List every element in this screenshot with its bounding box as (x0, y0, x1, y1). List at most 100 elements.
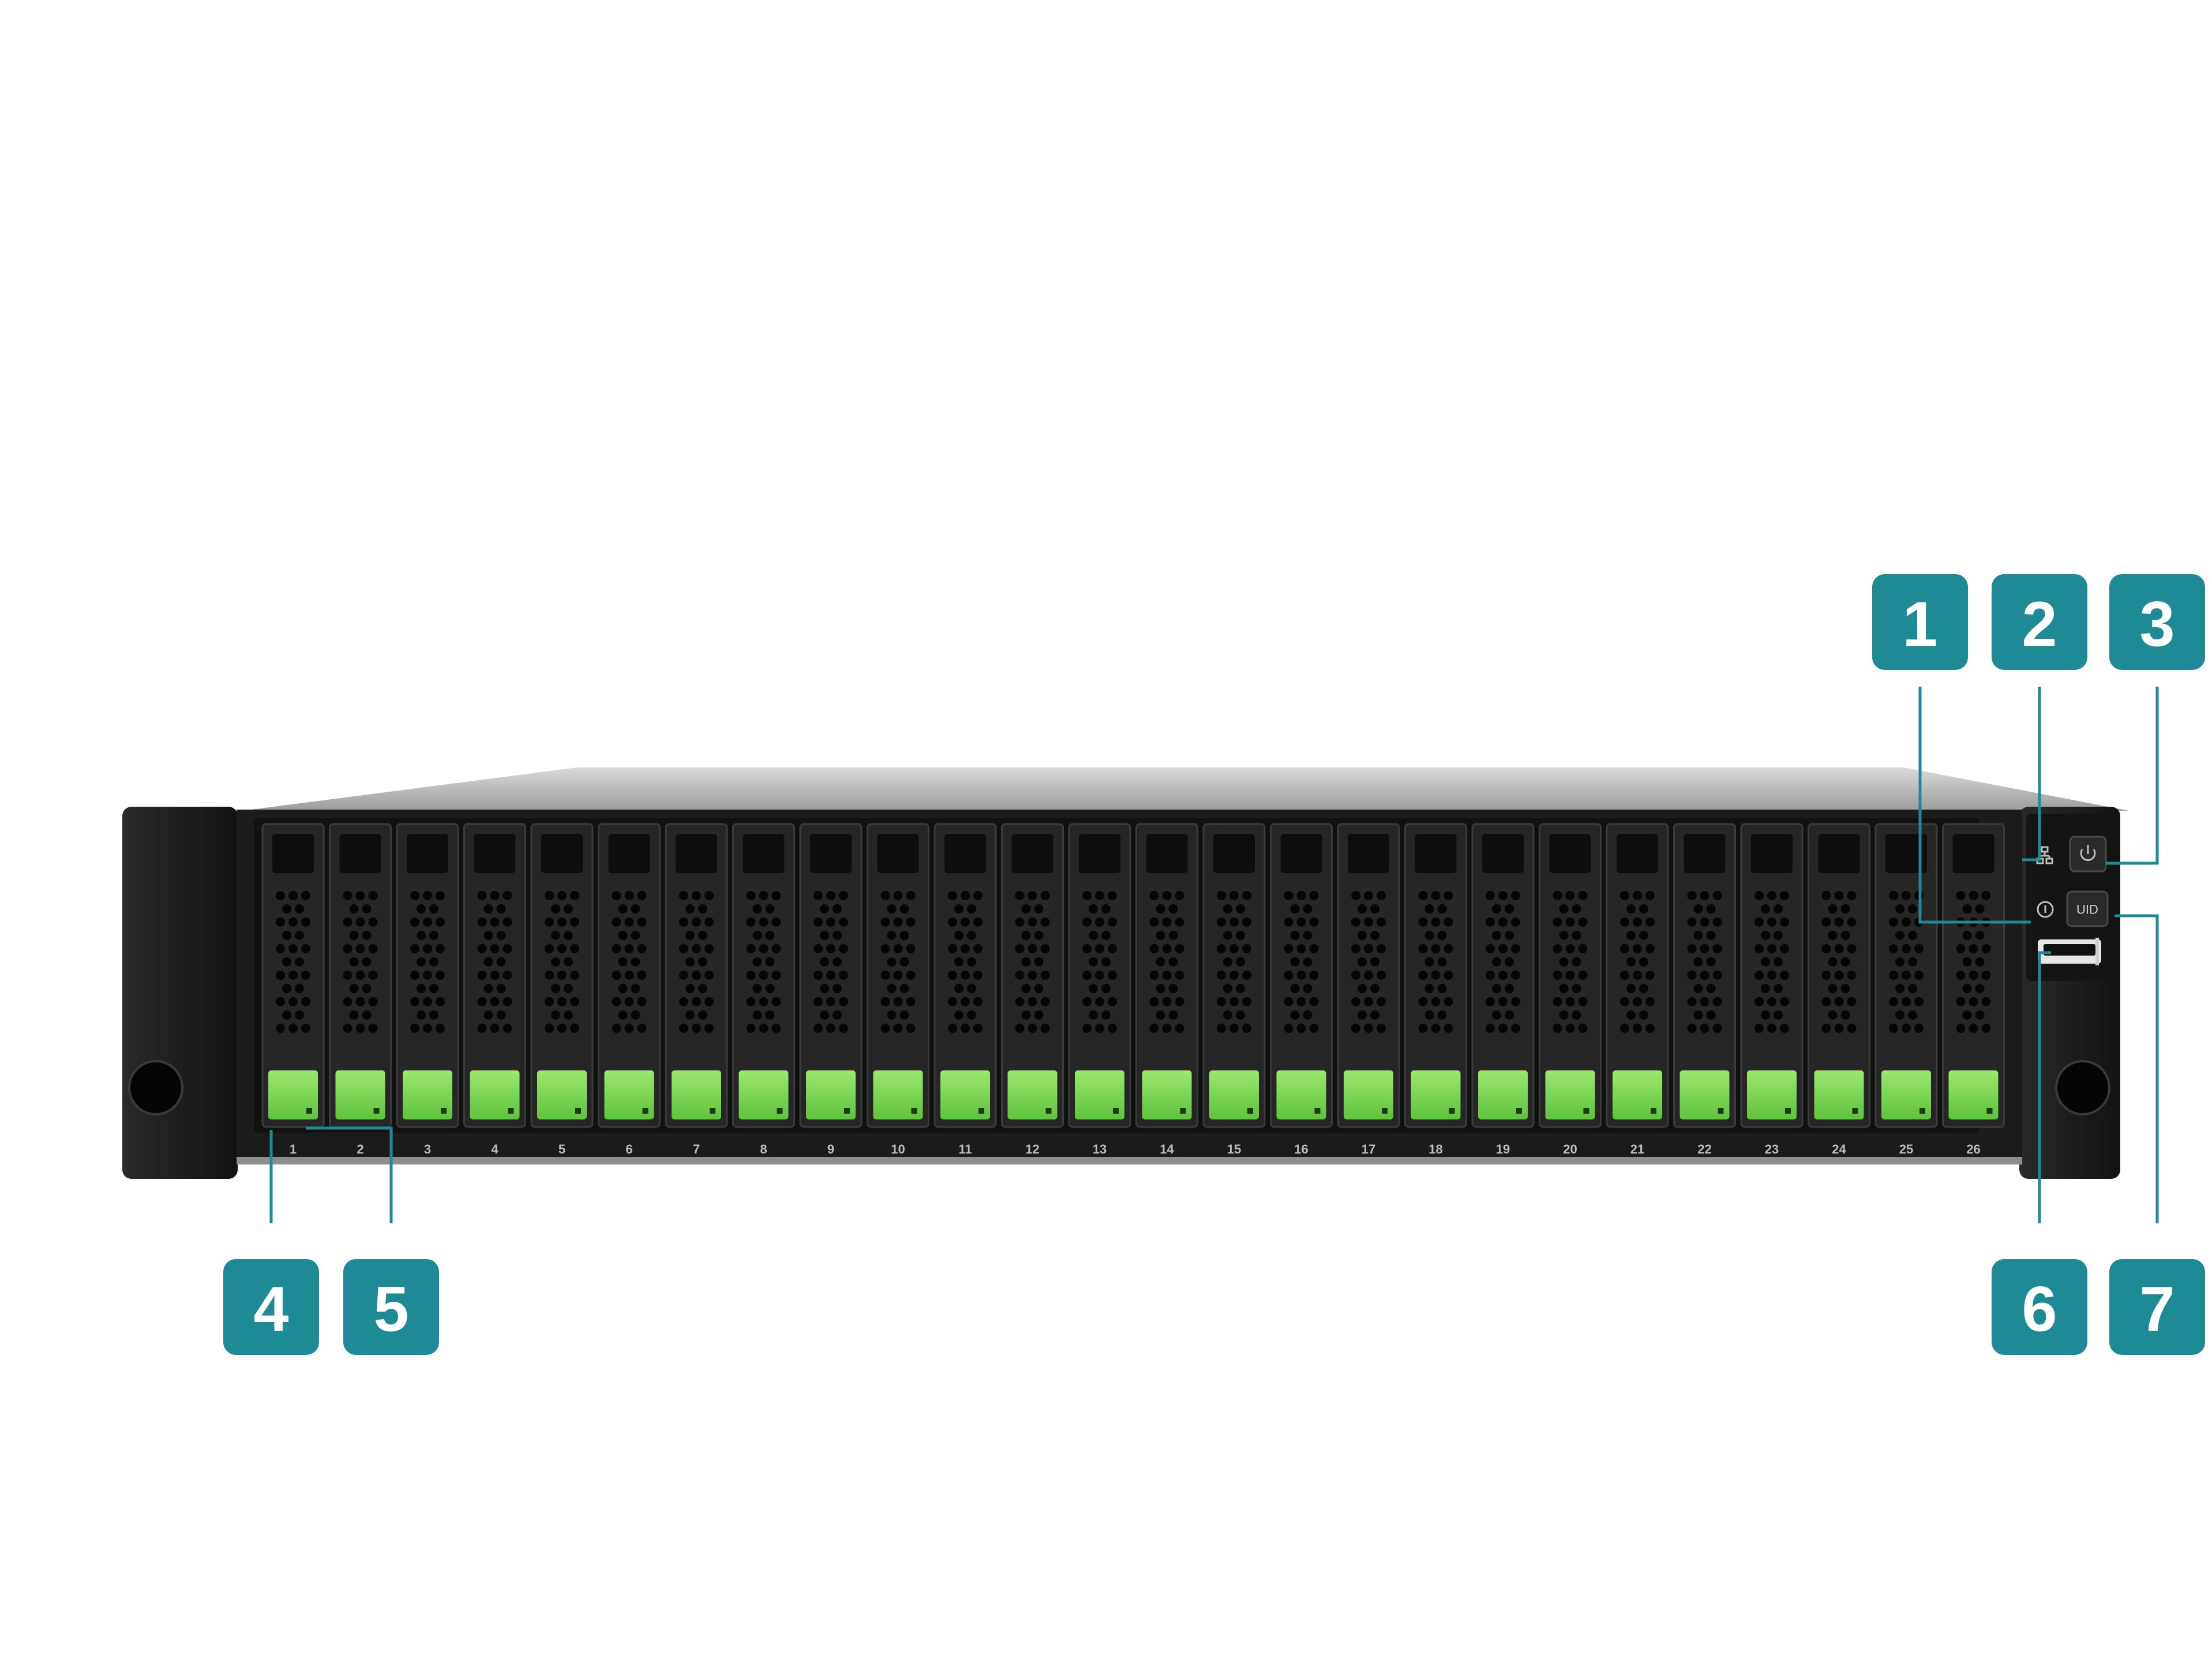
drive-tray[interactable] (665, 823, 728, 1128)
tray-latch (944, 834, 986, 873)
bay-number: 1 (290, 1142, 297, 1156)
tray-handle[interactable] (470, 1070, 520, 1119)
tray-latch (743, 834, 785, 873)
drive-tray[interactable] (1202, 823, 1266, 1128)
tray-led (1516, 1108, 1522, 1114)
drive-tray[interactable] (1001, 823, 1064, 1128)
tray-handle[interactable] (1814, 1070, 1864, 1119)
tray-latch (1885, 834, 1927, 873)
tray-led (1785, 1108, 1791, 1114)
tray-led (306, 1108, 312, 1114)
drive-tray[interactable] (329, 823, 392, 1128)
tray-led (1919, 1108, 1925, 1114)
callout-6: 6 (1992, 1259, 2087, 1355)
info-icon (2037, 901, 2054, 918)
drive-tray[interactable] (463, 823, 526, 1128)
bay-number: 4 (491, 1142, 498, 1156)
tray-vent (276, 891, 310, 1033)
tray-handle[interactable] (335, 1070, 385, 1119)
tray-handle[interactable] (1478, 1070, 1528, 1119)
tray-led (844, 1108, 850, 1114)
drive-tray[interactable] (1471, 823, 1535, 1128)
drive-tray[interactable] (1874, 823, 1938, 1128)
tray-handle[interactable] (403, 1070, 452, 1119)
tray-handle[interactable] (1545, 1070, 1595, 1119)
bay-number: 14 (1160, 1142, 1174, 1156)
tray-latch (1549, 834, 1591, 873)
bay-number: 5 (558, 1142, 565, 1156)
tray-handle[interactable] (672, 1070, 721, 1119)
drive-tray[interactable] (396, 823, 459, 1128)
leader-line-7 (2114, 914, 2159, 1223)
tray-led (777, 1108, 783, 1114)
drive-tray[interactable] (1942, 823, 2005, 1128)
tray-handle[interactable] (1209, 1070, 1259, 1119)
tray-handle[interactable] (1411, 1070, 1461, 1119)
drive-tray[interactable] (261, 823, 325, 1128)
drive-tray[interactable] (1539, 823, 1602, 1128)
tray-handle[interactable] (537, 1070, 587, 1119)
tray-handle[interactable] (738, 1070, 789, 1119)
bay-number: 22 (1697, 1142, 1711, 1156)
tray-handle[interactable] (940, 1070, 990, 1119)
tray-handle[interactable] (1679, 1070, 1730, 1119)
drive-tray[interactable] (1740, 823, 1804, 1128)
drive-tray[interactable] (1808, 823, 1870, 1128)
tray-latch (1348, 834, 1389, 873)
drive-tray[interactable] (1404, 823, 1467, 1128)
tray-handle[interactable] (1276, 1070, 1326, 1119)
drive-tray[interactable] (1270, 823, 1333, 1128)
tray-handle[interactable] (806, 1070, 856, 1119)
tray-handle[interactable] (268, 1070, 318, 1119)
tray-led (1718, 1108, 1724, 1114)
leader-line-1 (1918, 687, 2031, 924)
tray-handle[interactable] (1948, 1070, 1999, 1119)
drive-tray[interactable] (530, 823, 594, 1128)
drive-tray[interactable] (867, 823, 929, 1128)
tray-vent (410, 891, 445, 1033)
drive-tray[interactable] (1673, 823, 1736, 1128)
bay-number: 12 (1025, 1142, 1039, 1156)
drive-tray[interactable] (1135, 823, 1198, 1128)
tray-vent (813, 891, 848, 1033)
tray-vent (612, 891, 647, 1033)
drive-tray[interactable] (799, 823, 863, 1128)
drive-tray[interactable] (1606, 823, 1669, 1128)
bay-number: 26 (1966, 1142, 1980, 1156)
tray-latch (1482, 834, 1524, 873)
drive-tray[interactable] (1337, 823, 1400, 1128)
tray-handle[interactable] (1747, 1070, 1797, 1119)
left-rack-ear-hole (128, 1060, 183, 1115)
tray-latch (339, 834, 381, 873)
usb-port[interactable] (2038, 938, 2101, 965)
tray-led (911, 1108, 917, 1114)
bay-number: 2 (357, 1142, 363, 1156)
callout-3: 3 (2109, 574, 2205, 670)
tray-handle[interactable] (1881, 1070, 1931, 1119)
tray-latch (877, 834, 919, 873)
tray-led (1382, 1108, 1388, 1114)
tray-handle[interactable] (1007, 1070, 1058, 1119)
tray-vent (1956, 891, 1991, 1033)
drive-tray[interactable] (1068, 823, 1131, 1128)
tray-handle[interactable] (1613, 1070, 1662, 1119)
callout-number: 1 (1902, 589, 1937, 660)
callout-4: 4 (223, 1259, 319, 1355)
tray-handle[interactable] (1075, 1070, 1124, 1119)
uid-label: UID (2076, 902, 2098, 917)
drive-tray[interactable] (732, 823, 795, 1128)
tray-vent (1351, 891, 1386, 1033)
tray-handle[interactable] (1142, 1070, 1192, 1119)
callout-number: 4 (253, 1274, 288, 1345)
tray-vent (1082, 891, 1117, 1033)
uid-button[interactable] (2066, 890, 2109, 927)
leader-line-3 (2106, 687, 2159, 865)
tray-handle[interactable] (873, 1070, 923, 1119)
tray-handle[interactable] (604, 1070, 654, 1119)
tray-handle[interactable] (1344, 1070, 1393, 1119)
bay-number: 24 (1832, 1142, 1846, 1156)
drive-tray[interactable] (933, 823, 997, 1128)
drive-tray[interactable] (598, 823, 661, 1128)
